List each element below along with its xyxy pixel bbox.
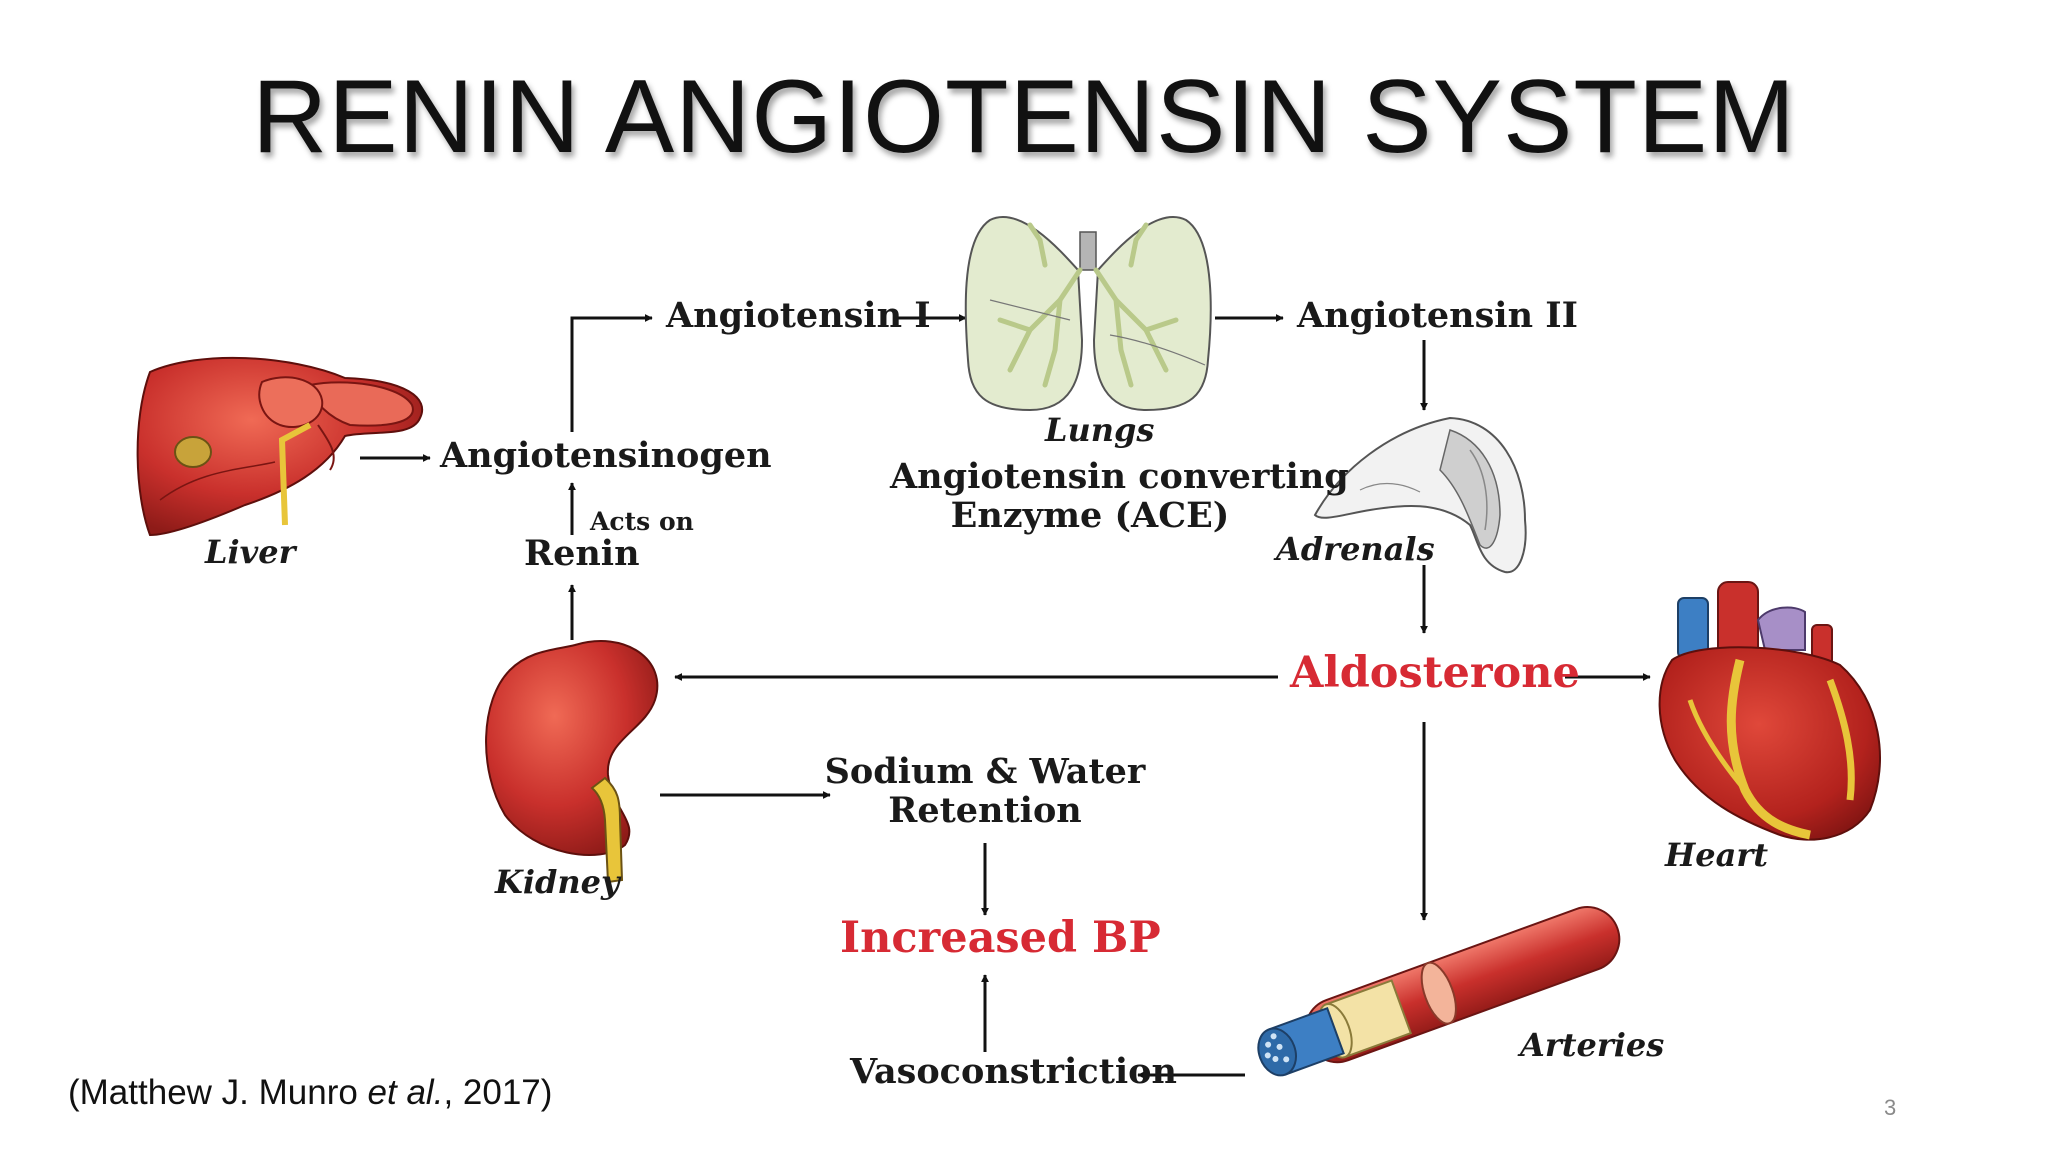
slide-title: RENIN ANGIOTENSIN SYSTEM xyxy=(252,59,1796,175)
node-sodium-water-retention: Sodium & Water Retention xyxy=(815,751,1155,831)
kidney-illustration xyxy=(485,640,659,884)
adrenals-illustration xyxy=(1313,416,1527,574)
lungs-illustration xyxy=(964,216,1212,412)
arteries-illustration xyxy=(1257,906,1621,1077)
label-acts-on: Acts on xyxy=(590,507,694,536)
arrow-angiotensinogen-to-angiotensin-1 xyxy=(570,314,653,432)
node-angiotensin-1: Angiotensin I xyxy=(666,295,931,336)
liver-illustration xyxy=(136,356,423,537)
organ-label-liver: Liver xyxy=(205,533,296,571)
node-renin: Renin xyxy=(524,533,640,574)
citation: (Matthew J. Munro et al., 2017) xyxy=(68,1073,552,1113)
heart-illustration xyxy=(1658,581,1881,841)
node-angiotensin-2: Angiotensin II xyxy=(1297,295,1578,336)
node-ace: Angiotensin converting Enzyme (ACE) xyxy=(890,456,1349,536)
page-number: 3 xyxy=(1884,1095,1897,1120)
ace-line-2: Enzyme (ACE) xyxy=(950,494,1230,536)
organ-label-kidney: Kidney xyxy=(495,863,620,901)
citation-prefix: (Matthew J. Munro xyxy=(68,1073,368,1112)
organ-label-heart: Heart xyxy=(1665,836,1768,874)
ace-line-1: Angiotensin converting xyxy=(890,456,1349,497)
node-increased-bp: Increased BP xyxy=(840,913,1161,963)
flow-arrows xyxy=(360,314,1651,1079)
citation-italic: et al. xyxy=(367,1073,444,1112)
citation-suffix: , 2017) xyxy=(443,1073,553,1112)
node-aldosterone: Aldosterone xyxy=(1290,648,1580,698)
node-angiotensinogen: Angiotensinogen xyxy=(440,435,772,476)
organ-label-adrenals: Adrenals xyxy=(1276,530,1435,568)
organ-label-lungs: Lungs xyxy=(1045,411,1155,449)
sodium-line-1: Sodium & Water xyxy=(824,751,1146,792)
node-vasoconstriction: Vasoconstriction xyxy=(850,1051,1177,1092)
sodium-line-2: Retention xyxy=(888,789,1082,831)
organ-label-arteries: Arteries xyxy=(1520,1026,1665,1064)
